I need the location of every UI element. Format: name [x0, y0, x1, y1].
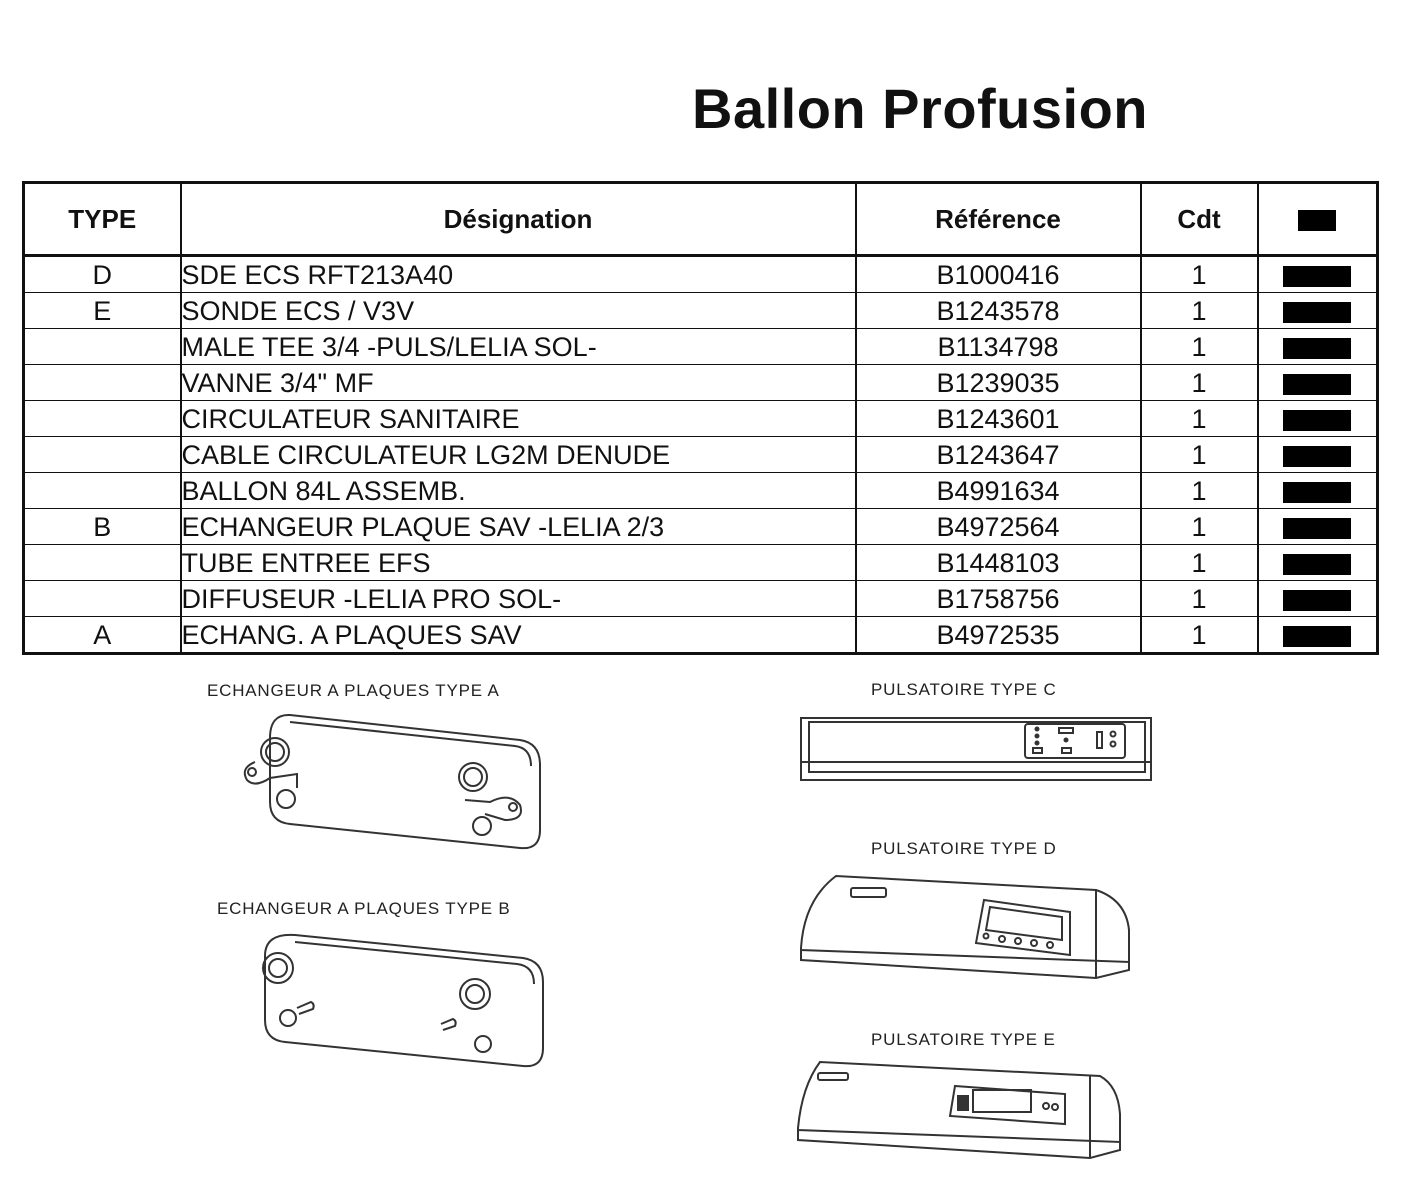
cell-price-redacted — [1256, 328, 1378, 365]
table-row: CABLE CIRCULATEUR LG2M DENUDE B1243647 1 — [23, 436, 1378, 473]
cell-type: A — [23, 616, 181, 654]
table-row: TUBE ENTREE EFS B1448103 1 — [23, 544, 1378, 581]
caption-exchanger-b: ECHANGEUR A PLAQUES TYPE B — [217, 899, 511, 918]
cell-type — [23, 436, 181, 473]
cell-cdt: 1 — [1139, 508, 1258, 545]
cell-cdt: 1 — [1139, 472, 1258, 509]
cell-price-redacted — [1256, 364, 1378, 401]
caption-exchanger-a: ECHANGEUR A PLAQUES TYPE A — [207, 681, 500, 700]
cell-type — [23, 328, 181, 365]
redaction-block — [1283, 445, 1352, 467]
cell-cdt: 1 — [1139, 254, 1258, 293]
redaction-block — [1283, 337, 1352, 359]
cell-price-redacted — [1256, 254, 1378, 293]
cell-designation: MALE TEE 3/4 -PULS/LELIA SOL- — [179, 328, 856, 365]
cell-price-redacted — [1256, 292, 1378, 329]
header-cdt: Cdt — [1139, 182, 1258, 257]
cell-type — [23, 400, 181, 437]
caption-pulsatoire-e: PULSATOIRE TYPE E — [871, 1030, 1056, 1049]
table-row: DIFFUSEUR -LELIA PRO SOL- B1758756 1 — [23, 580, 1378, 617]
redaction-block — [1283, 589, 1352, 611]
cell-reference: B1243647 — [854, 436, 1141, 473]
table-row: E SONDE ECS / V3V B1243578 1 — [23, 292, 1378, 329]
redaction-block — [1283, 409, 1352, 431]
redaction-block — [1283, 481, 1352, 503]
cell-reference: B1239035 — [854, 364, 1141, 401]
cell-price-redacted — [1256, 616, 1378, 654]
pulsatoire-d-drawing — [800, 874, 1130, 980]
redaction-block — [1298, 210, 1337, 232]
table-row: A ECHANG. A PLAQUES SAV B4972535 1 — [23, 616, 1378, 654]
cell-reference: B4972564 — [854, 508, 1141, 545]
cell-cdt: 1 — [1139, 292, 1258, 329]
cell-reference: B1000416 — [854, 254, 1141, 293]
cell-type: B — [23, 508, 181, 545]
cell-price-redacted — [1256, 472, 1378, 509]
caption-pulsatoire-c: PULSATOIRE TYPE C — [871, 680, 1057, 699]
cell-cdt: 1 — [1139, 616, 1258, 654]
cell-designation: BALLON 84L ASSEMB. — [179, 472, 856, 509]
plate-exchanger-a-drawing — [243, 713, 541, 850]
header-designation: Désignation — [179, 182, 856, 257]
header-type: TYPE — [23, 182, 181, 257]
cell-designation: SONDE ECS / V3V — [179, 292, 856, 329]
cell-reference: B1758756 — [854, 580, 1141, 617]
cell-price-redacted — [1256, 436, 1378, 473]
cell-type: E — [23, 292, 181, 329]
cell-cdt: 1 — [1139, 400, 1258, 437]
cell-type — [23, 364, 181, 401]
cell-reference: B1134798 — [854, 328, 1141, 365]
redaction-block — [1283, 373, 1352, 395]
cell-reference: B4972535 — [854, 616, 1141, 654]
table-row: B ECHANGEUR PLAQUE SAV -LELIA 2/3 B49725… — [23, 508, 1378, 545]
cell-designation: TUBE ENTREE EFS — [179, 544, 856, 581]
table-row: CIRCULATEUR SANITAIRE B1243601 1 — [23, 400, 1378, 437]
cell-cdt: 1 — [1139, 544, 1258, 581]
table-row: D SDE ECS RFT213A40 B1000416 1 — [23, 254, 1378, 293]
redaction-block — [1283, 301, 1352, 323]
cell-designation: ECHANG. A PLAQUES SAV — [179, 616, 856, 654]
cell-cdt: 1 — [1139, 364, 1258, 401]
cell-cdt: 1 — [1139, 580, 1258, 617]
pulsatoire-c-drawing — [800, 717, 1152, 781]
page-title: Ballon Profusion — [692, 77, 1148, 140]
cell-cdt: 1 — [1139, 328, 1258, 365]
table-row: BALLON 84L ASSEMB. B4991634 1 — [23, 472, 1378, 509]
caption-pulsatoire-d: PULSATOIRE TYPE D — [871, 839, 1057, 858]
cell-reference: B4991634 — [854, 472, 1141, 509]
cell-price-redacted — [1256, 508, 1378, 545]
table-row: MALE TEE 3/4 -PULS/LELIA SOL- B1134798 1 — [23, 328, 1378, 365]
cell-designation: CABLE CIRCULATEUR LG2M DENUDE — [179, 436, 856, 473]
cell-type: D — [23, 254, 181, 293]
cell-price-redacted — [1256, 544, 1378, 581]
parts-table: TYPE Désignation Référence Cdt D SDE ECS… — [22, 181, 1379, 655]
header-price-redacted — [1256, 182, 1378, 257]
plate-exchanger-b-drawing — [262, 933, 544, 1068]
redaction-block — [1283, 625, 1352, 647]
cell-designation: DIFFUSEUR -LELIA PRO SOL- — [179, 580, 856, 617]
cell-type — [23, 472, 181, 509]
header-reference: Référence — [854, 182, 1141, 257]
cell-cdt: 1 — [1139, 436, 1258, 473]
redaction-block — [1283, 265, 1352, 287]
cell-reference: B1243578 — [854, 292, 1141, 329]
cell-designation: ECHANGEUR PLAQUE SAV -LELIA 2/3 — [179, 508, 856, 545]
pulsatoire-e-drawing — [797, 1060, 1121, 1160]
cell-price-redacted — [1256, 400, 1378, 437]
cell-designation: VANNE 3/4" MF — [179, 364, 856, 401]
cell-reference: B1243601 — [854, 400, 1141, 437]
cell-designation: SDE ECS RFT213A40 — [179, 254, 856, 293]
table-row: VANNE 3/4" MF B1239035 1 — [23, 364, 1378, 401]
redaction-block — [1283, 517, 1352, 539]
cell-price-redacted — [1256, 580, 1378, 617]
cell-reference: B1448103 — [854, 544, 1141, 581]
cell-type — [23, 580, 181, 617]
redaction-block — [1283, 553, 1352, 575]
cell-designation: CIRCULATEUR SANITAIRE — [179, 400, 856, 437]
cell-type — [23, 544, 181, 581]
table-header-row: TYPE Désignation Référence Cdt — [23, 182, 1378, 257]
